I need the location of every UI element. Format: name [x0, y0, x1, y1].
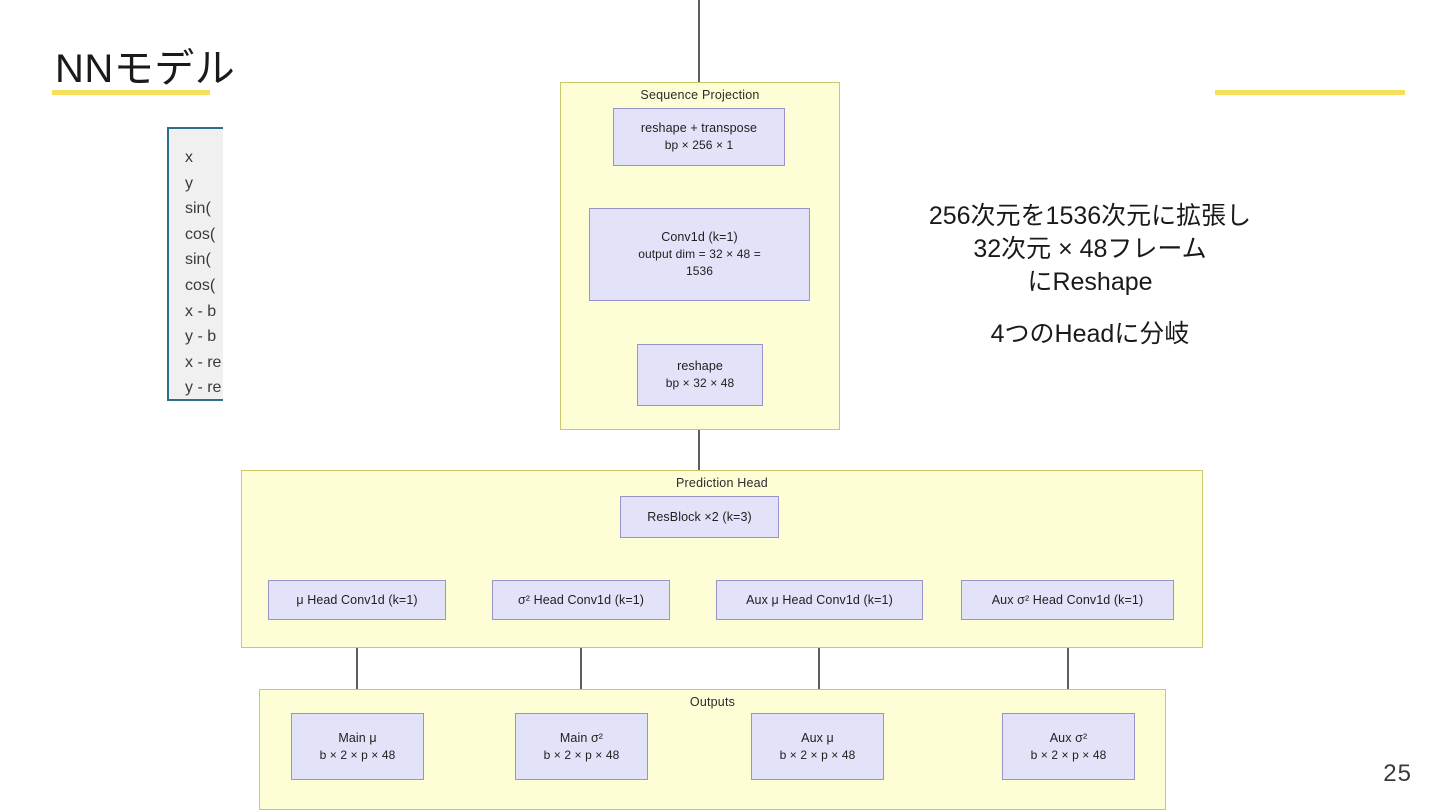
annotation-line-2: 32次元 × 48フレーム [973, 235, 1207, 263]
list-item: cos( [185, 276, 216, 294]
page-number: 25 [1383, 760, 1412, 787]
node-label: μ Head Conv1d (k=1) [296, 592, 418, 607]
node-label: ResBlock ×2 (k=3) [647, 509, 752, 524]
node-resblock[interactable]: ResBlock ×2 (k=3) [620, 496, 779, 538]
list-item: y [185, 174, 193, 192]
header-accent-bar-right [1215, 90, 1405, 95]
list-item: cos( [185, 225, 216, 243]
node-line-1: Aux μ [801, 730, 834, 745]
node-head-sigma[interactable]: σ² Head Conv1d (k=1) [492, 580, 670, 620]
node-line-2: b × 2 × p × 48 [1030, 747, 1107, 762]
list-item: x [185, 149, 193, 166]
list-item: y - re [185, 379, 222, 397]
list-item: y - b [185, 328, 217, 346]
node-head-mu[interactable]: μ Head Conv1d (k=1) [268, 580, 446, 620]
node-output-main-mu[interactable]: Main μ b × 2 × p × 48 [291, 713, 424, 780]
node-line-1: Main σ² [559, 730, 604, 745]
group-label-outputs: Outputs [689, 695, 736, 709]
node-line-2: b × 2 × p × 48 [319, 747, 396, 762]
title-underline-accent [52, 90, 210, 95]
node-head-aux-sigma[interactable]: Aux σ² Head Conv1d (k=1) [961, 580, 1174, 620]
list-item: sin( [185, 251, 211, 269]
node-line-2: output dim = 32 × 48 = [638, 247, 761, 261]
node-line-3: 1536 [685, 264, 714, 278]
node-head-aux-mu[interactable]: Aux μ Head Conv1d (k=1) [716, 580, 923, 620]
feature-list-clip: x y sin( cos( sin( cos( x - b y - b x - … [167, 127, 223, 401]
node-line-1: Aux σ² [1049, 730, 1088, 745]
node-line-2: bp × 256 × 1 [664, 138, 734, 152]
node-output-aux-mu[interactable]: Aux μ b × 2 × p × 48 [751, 713, 884, 780]
node-label: Aux μ Head Conv1d (k=1) [746, 592, 893, 607]
annotation-line-1: 4つのHeadに分岐 [990, 320, 1190, 348]
annotation-line-3: にReshape [1027, 268, 1153, 296]
list-item: x - b [185, 302, 217, 320]
node-line-1: Main μ [338, 730, 377, 745]
group-label-sequence-projection: Sequence Projection [640, 88, 760, 102]
annotation-reshape-note: 256次元を1536次元に拡張し 32次元 × 48フレーム にReshape [890, 200, 1290, 299]
annotation-branch-note: 4つのHeadに分岐 [890, 318, 1290, 351]
node-output-aux-sigma[interactable]: Aux σ² b × 2 × p × 48 [1002, 713, 1135, 780]
list-item: x - re [185, 353, 222, 371]
node-label: Aux σ² Head Conv1d (k=1) [991, 592, 1144, 607]
node-line-1: reshape [677, 359, 723, 373]
annotation-line-1: 256次元を1536次元に拡張し [928, 202, 1252, 230]
node-line-1: reshape + transpose [640, 121, 758, 135]
node-line-2: b × 2 × p × 48 [779, 747, 856, 762]
node-label: σ² Head Conv1d (k=1) [517, 592, 645, 607]
node-reshape-transpose[interactable]: reshape + transpose bp × 256 × 1 [613, 108, 785, 166]
node-line-2: b × 2 × p × 48 [543, 747, 620, 762]
node-conv1d[interactable]: Conv1d (k=1) output dim = 32 × 48 = 1536 [589, 208, 810, 301]
node-reshape[interactable]: reshape bp × 32 × 48 [637, 344, 763, 406]
node-line-2: bp × 32 × 48 [665, 376, 735, 390]
group-label-prediction-head: Prediction Head [676, 476, 768, 490]
node-line-1: Conv1d (k=1) [661, 230, 738, 244]
list-item: sin( [185, 200, 211, 218]
node-output-main-sigma[interactable]: Main σ² b × 2 × p × 48 [515, 713, 648, 780]
page-title: NNモデル [55, 47, 236, 91]
feature-list-panel: x y sin( cos( sin( cos( x - b y - b x - … [167, 127, 223, 401]
